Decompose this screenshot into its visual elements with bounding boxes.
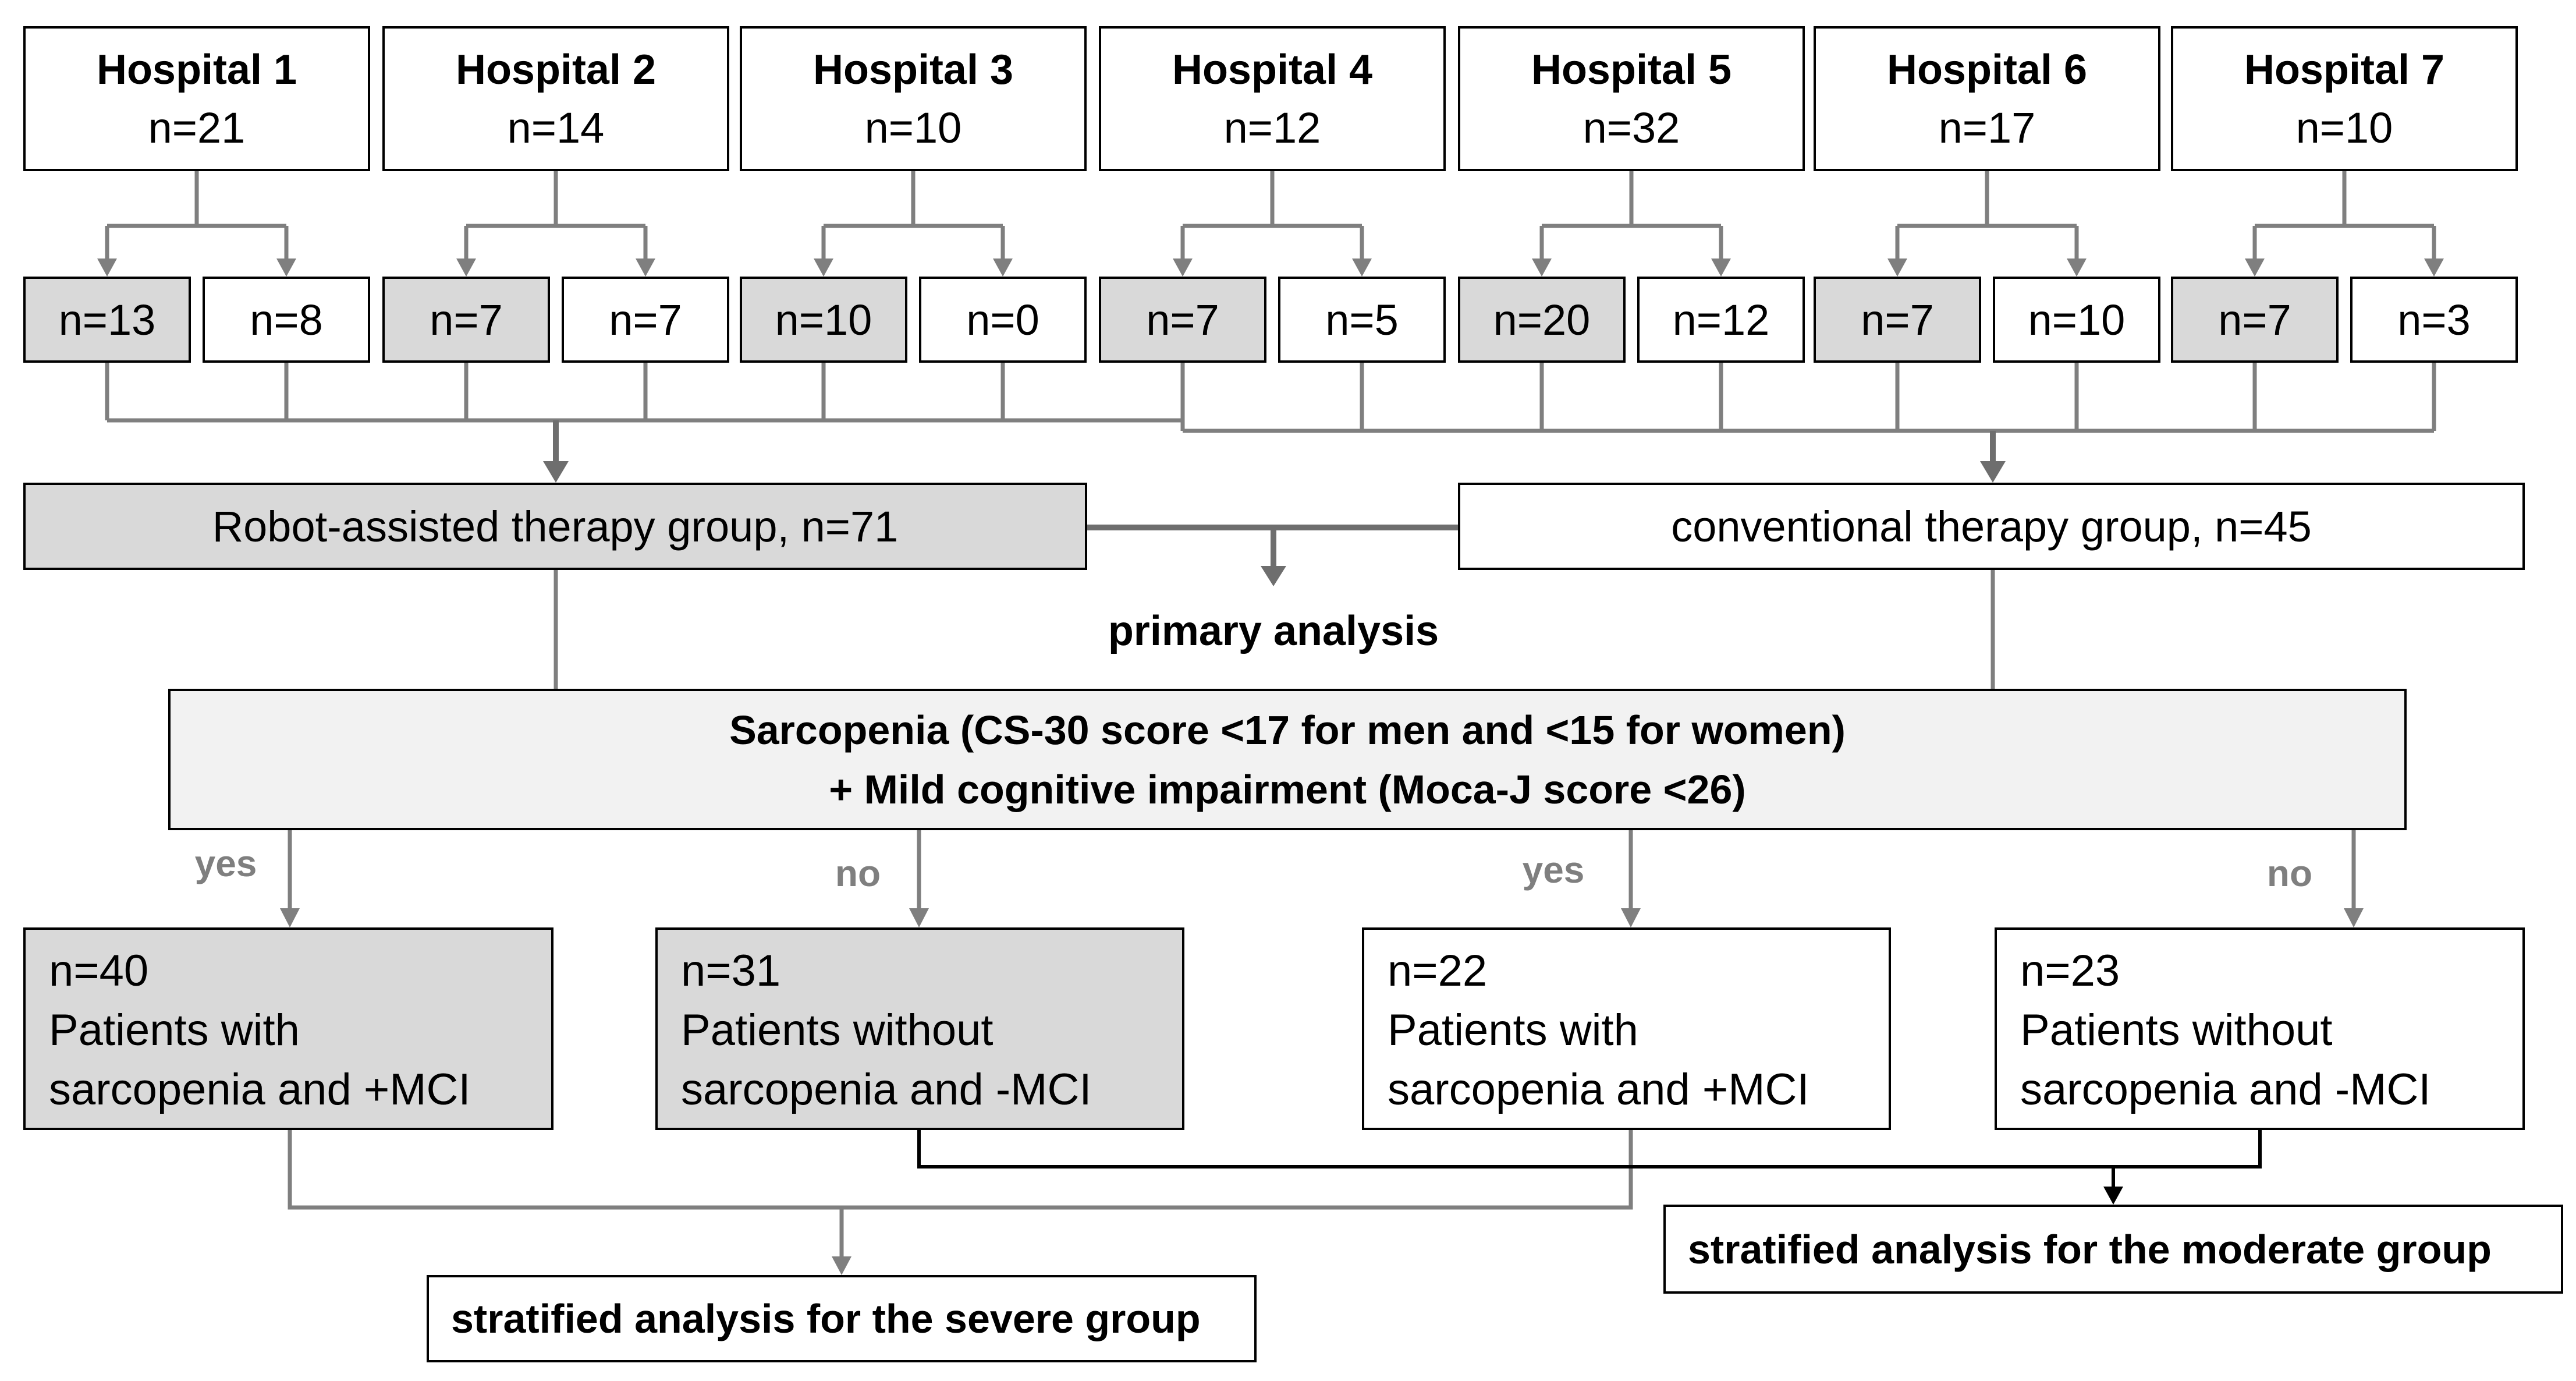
conventional-subgroup-box: n=5 — [1278, 277, 1446, 363]
outcome-description: Patients with — [49, 1005, 300, 1055]
branch-label-no: no — [2266, 852, 2313, 894]
outcome-description: sarcopenia and +MCI — [1388, 1065, 1809, 1114]
hospital-box-7: Hospital 7 n=10 — [2171, 26, 2518, 171]
arrow-head — [2344, 908, 2364, 927]
hospital-count: n=21 — [148, 103, 246, 152]
moderate-analysis-box: stratified analysis for the moderate gro… — [1663, 1205, 2563, 1294]
outcome-description: sarcopenia and -MCI — [681, 1065, 1092, 1114]
robot-therapy-group-box: Robot-assisted therapy group, n=71 — [23, 483, 1087, 570]
outcome-count: n=40 — [49, 946, 149, 996]
arrow-head — [636, 259, 655, 277]
hospital-box-6: Hospital 6 n=17 — [1814, 26, 2160, 171]
arrow-head — [1621, 908, 1641, 927]
arrow-head — [2424, 259, 2444, 277]
arrow-head — [1173, 259, 1193, 277]
branch-label-yes: yes — [194, 842, 257, 884]
hospital-box-1: Hospital 1 n=21 — [23, 26, 370, 171]
arrow-head — [543, 461, 569, 483]
arrow-head — [1980, 461, 2006, 483]
hospital-name: Hospital 6 — [1886, 46, 2088, 93]
robot-subgroup-box: n=7 — [1814, 277, 1981, 363]
hospital-name: Hospital 4 — [1172, 46, 1373, 93]
conventional-subgroup-box: n=10 — [1993, 277, 2160, 363]
arrow-head — [832, 1256, 851, 1275]
arrow-head — [2067, 259, 2087, 277]
arrow-head — [909, 908, 929, 927]
branch-label-no: no — [835, 852, 881, 894]
moderate-analysis-label: stratified analysis for the moderate gro… — [1688, 1226, 2492, 1272]
hospital-name: Hospital 2 — [455, 46, 657, 93]
robot-subgroup-box: n=13 — [23, 277, 191, 363]
hospital-count: n=17 — [1938, 103, 2036, 152]
robot-subgroup-box: n=7 — [1099, 277, 1266, 363]
robot-subgroup-box: n=7 — [382, 277, 550, 363]
outcome-count: n=31 — [681, 946, 781, 996]
outcome-box-robot-severe: n=40 Patients with sarcopenia and +MCI — [23, 927, 553, 1130]
outcome-box-conventional-severe: n=22 Patients with sarcopenia and +MCI — [1362, 927, 1891, 1130]
arrow-head — [97, 259, 117, 277]
arrow-head — [276, 259, 296, 277]
conventional-subgroup-box: n=8 — [203, 277, 370, 363]
hospital-box-2: Hospital 2 n=14 — [382, 26, 729, 171]
arrow-head — [814, 259, 833, 277]
outcome-box-robot-moderate: n=31 Patients without sarcopenia and -MC… — [655, 927, 1184, 1130]
criteria-box: Sarcopenia (CS-30 score <17 for men and … — [168, 689, 2407, 830]
arrow-head — [993, 259, 1013, 277]
arrow-head — [1532, 259, 1552, 277]
criteria-line-mci: + Mild cognitive impairment (Moca-J scor… — [829, 766, 1746, 812]
robot-therapy-group-label: Robot-assisted therapy group, n=71 — [212, 502, 899, 551]
arrow-head — [2103, 1187, 2123, 1205]
severe-analysis-box: stratified analysis for the severe group — [427, 1275, 1257, 1362]
arrow-head — [1352, 259, 1372, 277]
hospital-box-4: Hospital 4 n=12 — [1099, 26, 1446, 171]
arrow-head — [1711, 259, 1731, 277]
moderate-merge-line — [917, 1130, 2262, 1168]
hospital-name: Hospital 1 — [96, 46, 297, 93]
conventional-subgroup-box: n=7 — [562, 277, 729, 363]
outcome-count: n=23 — [2020, 946, 2120, 996]
severe-analysis-label: stratified analysis for the severe group — [451, 1296, 1201, 1341]
outcome-description: Patients without — [2020, 1005, 2333, 1055]
conventional-subgroup-box: n=3 — [2350, 277, 2518, 363]
outcome-description: sarcopenia and -MCI — [2020, 1065, 2431, 1114]
outcome-description: Patients without — [681, 1005, 994, 1055]
outcome-description: Patients with — [1388, 1005, 1638, 1055]
hospital-name: Hospital 3 — [812, 46, 1014, 93]
conventional-therapy-group-box: conventional therapy group, n=45 — [1458, 483, 2525, 570]
hospital-count: n=12 — [1223, 103, 1321, 152]
robot-subgroup-box: n=20 — [1458, 277, 1626, 363]
hospital-name: Hospital 7 — [2244, 46, 2445, 93]
outcome-count: n=22 — [1388, 946, 1488, 996]
arrow-head — [2245, 259, 2265, 277]
conventional-therapy-group-label: conventional therapy group, n=45 — [1671, 502, 2312, 551]
robot-subgroup-box: n=7 — [2171, 277, 2339, 363]
severe-merge-line — [288, 1130, 1633, 1210]
robot-subgroup-box: n=10 — [740, 277, 907, 363]
primary-analysis-label: primary analysis — [1108, 608, 1439, 654]
outcome-description: sarcopenia and +MCI — [49, 1065, 471, 1114]
hospital-count: n=32 — [1582, 103, 1680, 152]
arrow-head — [1887, 259, 1907, 277]
conventional-subgroup-box: n=0 — [919, 277, 1087, 363]
hospital-name: Hospital 5 — [1531, 46, 1732, 93]
criteria-line-sarcopenia: Sarcopenia (CS-30 score <17 for men and … — [729, 707, 1846, 753]
hospital-count: n=14 — [507, 103, 605, 152]
arrow-head — [456, 259, 476, 277]
hospital-count: n=10 — [864, 103, 962, 152]
hospital-count: n=10 — [2295, 103, 2393, 152]
branch-label-yes: yes — [1522, 849, 1585, 891]
outcome-box-conventional-moderate: n=23 Patients without sarcopenia and -MC… — [1995, 927, 2525, 1130]
hospital-box-5: Hospital 5 n=32 — [1458, 26, 1805, 171]
arrow-head — [1261, 566, 1286, 586]
arrow-head — [280, 908, 300, 927]
conventional-subgroup-box: n=12 — [1637, 277, 1805, 363]
hospital-box-3: Hospital 3 n=10 — [740, 26, 1087, 171]
